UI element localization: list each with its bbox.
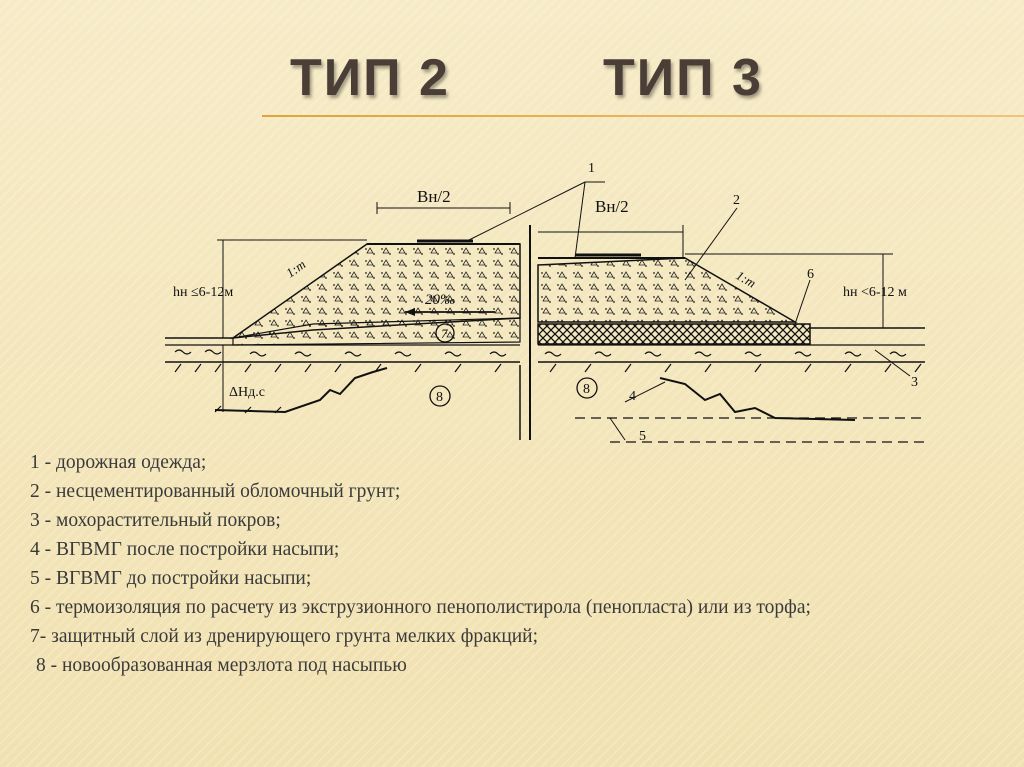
title-divider [262,115,1024,117]
type-3-section: Bн/2 hн <6-12 м 1:m 8 [537,197,925,443]
left-height-label: hн ≤6-12м [173,285,233,300]
callout-3: 3 [911,375,918,390]
left-width-label: Bн/2 [417,187,451,206]
right-slope-label: 1:m [734,268,759,291]
callout-4: 4 [629,389,636,404]
legend-item-4: 4 - ВГВМГ после постройки насыпи; [30,539,340,560]
callout-1: 1 [588,161,595,176]
thermal-insulation-layer [537,323,811,345]
legend-item-1: 1 - дорожная одежда; [30,452,207,473]
right-height-label: hн <6-12 м [843,285,907,300]
legend-item-7: 7- защитный слой из дренирующего грунта … [30,626,539,647]
callout-6: 6 [807,267,814,282]
callout-leaders: 1 2 6 3 4 5 [464,161,918,444]
callout-7: 7 [441,326,448,341]
title-type-3: ТИП 3 [603,49,763,107]
title-type-2: ТИП 2 [290,49,450,107]
left-slope-label: 1:m [283,257,308,281]
legend-list: 1 - дорожная одежда; 2 - несцементирован… [30,452,1000,684]
embankment-fill-right [537,257,798,323]
legend-item-8: 8 - новообразованная мерзлота под насыпь… [36,655,407,676]
thaw-depth-label: ΔHд.c [229,385,265,400]
callout-2: 2 [733,193,740,208]
callout-5: 5 [639,429,646,444]
callout-8-left: 8 [436,390,443,405]
legend-item-2: 2 - несцементированный обломочный грунт; [30,481,401,502]
right-width-label: Bн/2 [595,197,629,216]
legend-item-6: 6 - термоизоляция по расчету из экструзи… [30,597,811,618]
type-2-section: Bн/2 hн ≤6-12м 1:m 20‰ ΔHд.c 7 8 [165,187,531,440]
callout-7-circle [435,323,455,343]
embankment-cross-section-diagram: Bн/2 hн ≤6-12м 1:m 20‰ ΔHд.c 7 8 Bн/2 hн… [165,161,925,444]
legend-item-3: 3 - мохорастительный покров; [30,510,281,531]
permafrost-boundary-right [659,377,856,421]
legend-item-5: 5 - ВГВМГ до постройки насыпи; [30,568,312,589]
permafrost-boundary-left [214,367,388,414]
callout-8-left-circle [429,385,451,407]
gradient-label: 20‰ [425,292,455,308]
callout-8-right-circle [576,377,598,399]
callout-8-right: 8 [583,382,590,397]
